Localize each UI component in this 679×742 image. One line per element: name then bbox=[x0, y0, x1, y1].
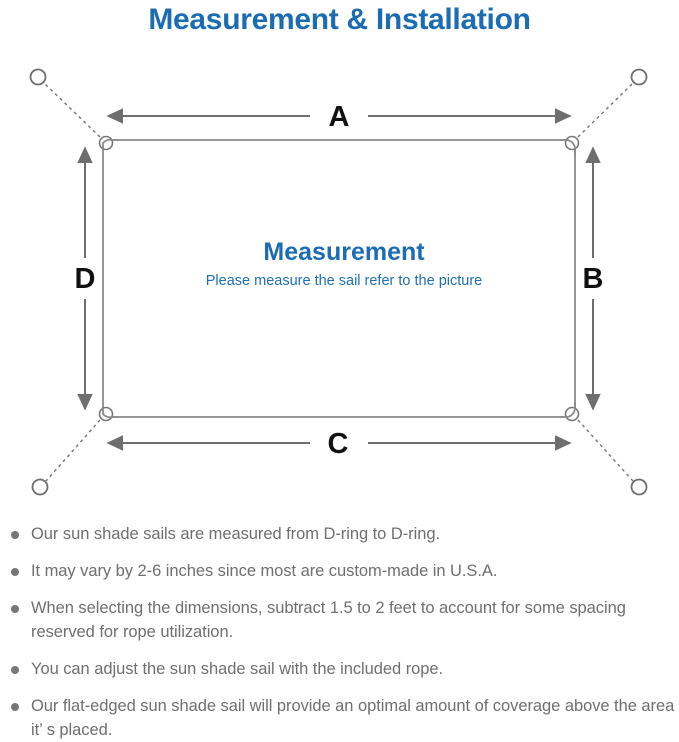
sail-corner-arc-top-left bbox=[102, 138, 118, 149]
measurement-diagram: A B C D Measurement Please measure the s… bbox=[0, 46, 679, 516]
bullet-icon bbox=[11, 666, 19, 674]
sail-corner-arc-bottom-right bbox=[560, 402, 576, 418]
note-item: Our flat-edged sun shade sail will provi… bbox=[0, 694, 679, 742]
note-item: It may vary by 2-6 inches since most are… bbox=[0, 559, 679, 583]
diagram-center-caption: Measurement Please measure the sail refe… bbox=[139, 236, 549, 292]
bullet-icon bbox=[11, 605, 19, 613]
dimension-label-b: B bbox=[582, 263, 604, 295]
note-text: Our flat-edged sun shade sail will provi… bbox=[31, 697, 675, 739]
dimension-label-c: C bbox=[327, 428, 349, 460]
rope-line-top-left bbox=[43, 82, 101, 138]
note-text: Our sun shade sails are measured from D-… bbox=[31, 525, 440, 543]
bullet-icon bbox=[11, 531, 19, 539]
diagram-center-title: Measurement bbox=[263, 238, 425, 266]
notes-list: Our sun shade sails are measured from D-… bbox=[0, 522, 679, 742]
sail-body bbox=[102, 139, 576, 418]
note-item: You can adjust the sun shade sail with t… bbox=[0, 657, 679, 681]
rope-line-top-right bbox=[577, 82, 634, 138]
note-text: You can adjust the sun shade sail with t… bbox=[31, 660, 444, 678]
anchor-dring-bottom-left bbox=[31, 478, 49, 496]
sail-corner-arc-top-right bbox=[560, 139, 576, 155]
bullet-icon bbox=[11, 703, 19, 711]
bullet-icon bbox=[11, 568, 19, 576]
dimension-label-a: A bbox=[328, 101, 350, 133]
sail-corner-arc-bottom-left bbox=[102, 408, 118, 419]
anchor-dring-top-right bbox=[630, 68, 648, 86]
sail-dring-top-left bbox=[98, 135, 114, 151]
dimension-label-d: D bbox=[74, 263, 96, 295]
diagram-center-subtitle: Please measure the sail refer to the pic… bbox=[205, 273, 483, 289]
anchor-dring-bottom-right bbox=[630, 478, 648, 496]
rope-line-bottom-right bbox=[577, 419, 634, 482]
diagram-svg bbox=[29, 68, 648, 496]
sail-dring-bottom-left bbox=[98, 406, 114, 422]
note-text: It may vary by 2-6 inches since most are… bbox=[31, 562, 498, 580]
anchor-dring-top-left bbox=[29, 68, 47, 86]
note-item: Our sun shade sails are measured from D-… bbox=[0, 522, 679, 546]
rope-line-bottom-left bbox=[45, 419, 101, 482]
note-item: When selecting the dimensions, subtract … bbox=[0, 596, 679, 644]
note-text: When selecting the dimensions, subtract … bbox=[31, 599, 626, 641]
page-title: Measurement & Installation bbox=[148, 3, 531, 36]
